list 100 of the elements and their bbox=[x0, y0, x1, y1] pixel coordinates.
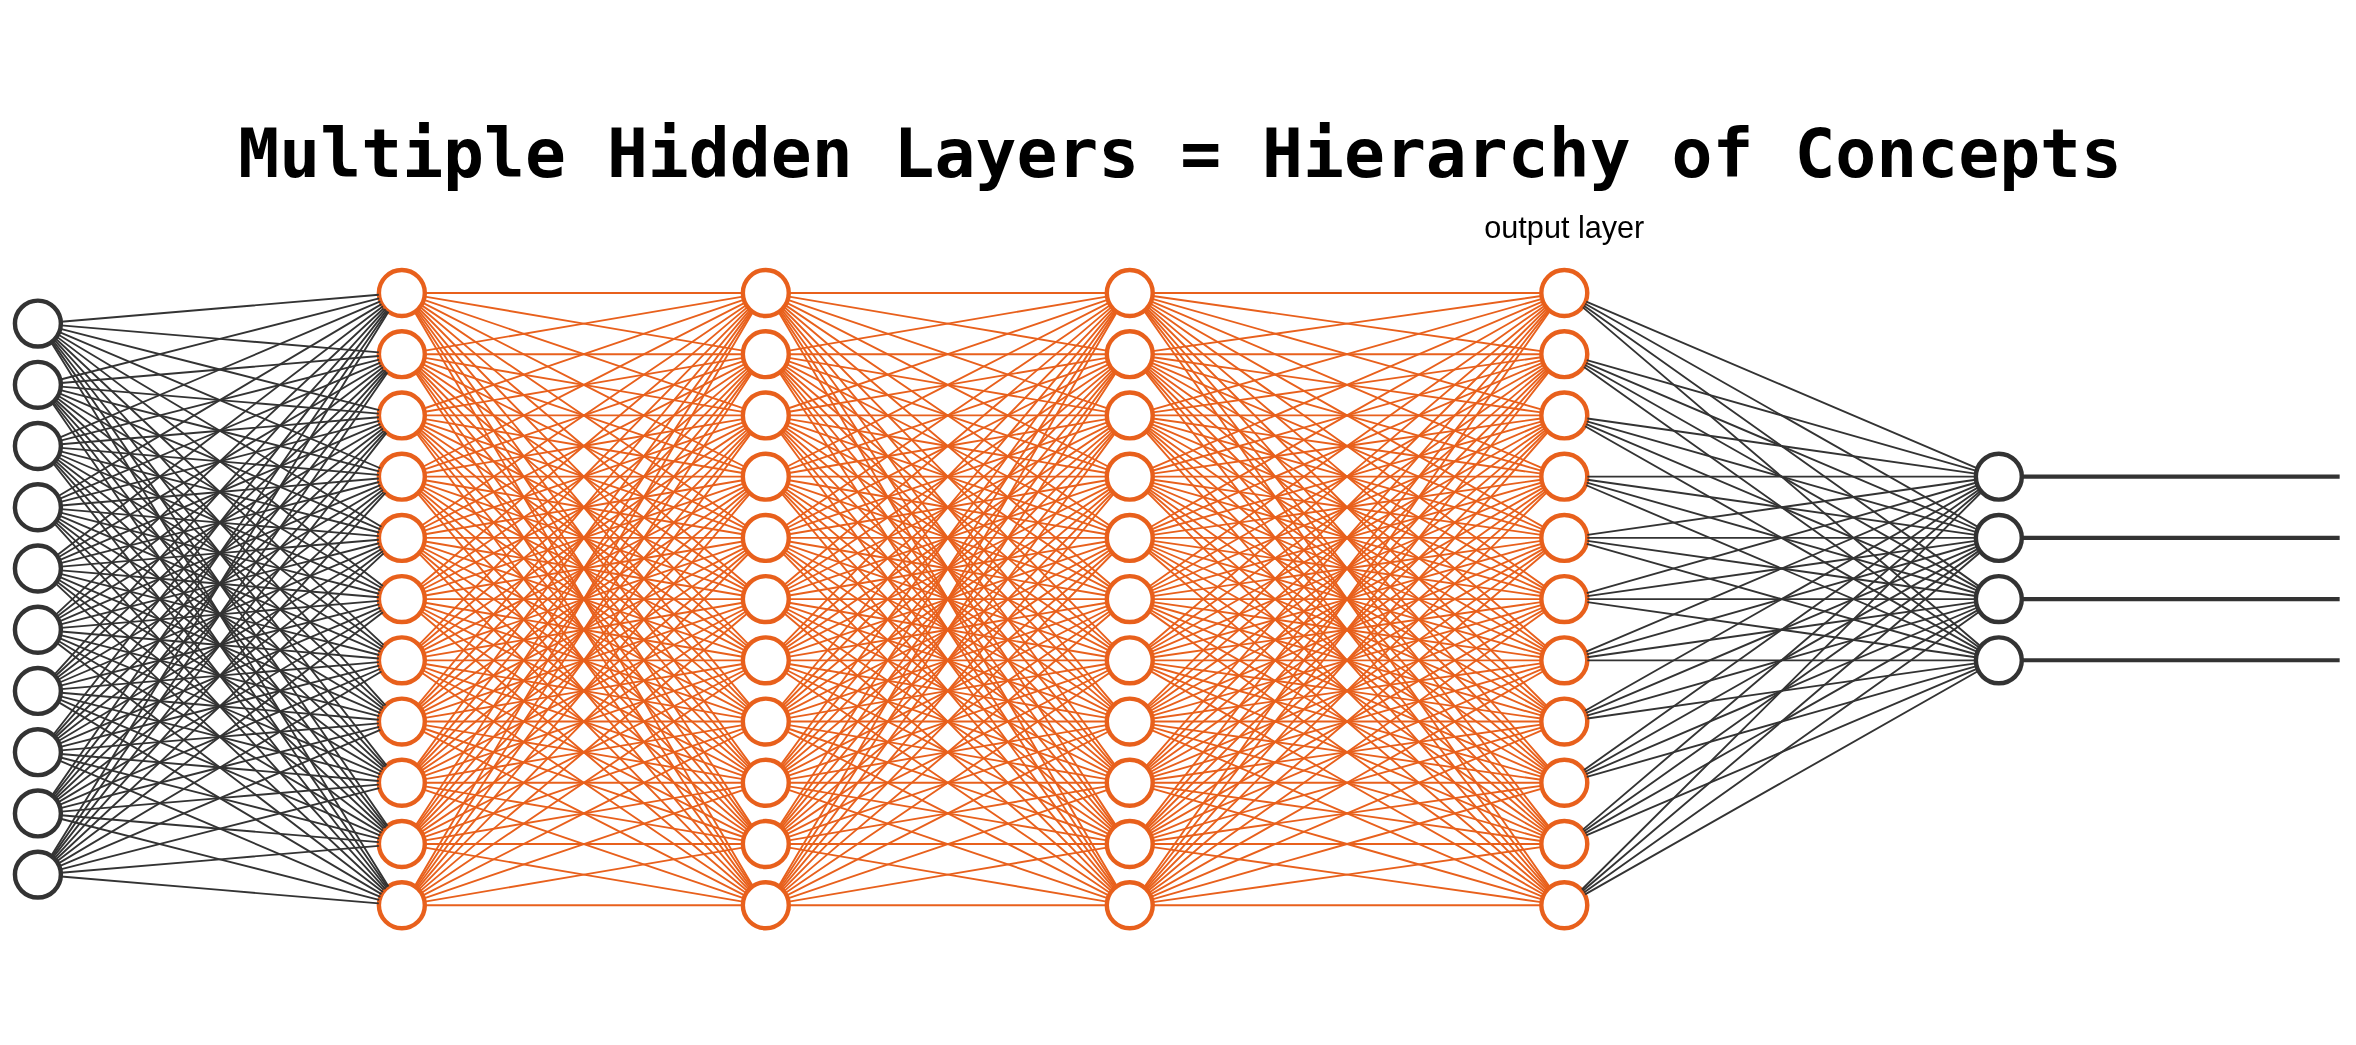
connector bbox=[1151, 352, 1543, 355]
connector bbox=[423, 665, 745, 777]
node-circle bbox=[1539, 818, 1590, 869]
connector bbox=[1586, 661, 1977, 719]
connector bbox=[1149, 608, 1545, 834]
connector bbox=[782, 307, 1114, 645]
node-circle bbox=[1539, 389, 1590, 441]
connector bbox=[60, 752, 380, 782]
connector bbox=[54, 581, 385, 891]
connector bbox=[1585, 300, 1979, 469]
node-circle bbox=[1539, 451, 1590, 502]
label: output layer bbox=[1484, 209, 1645, 244]
connector bbox=[2022, 474, 2340, 479]
connector bbox=[1149, 302, 1545, 528]
connector bbox=[424, 662, 744, 719]
connector bbox=[56, 519, 384, 771]
connector bbox=[57, 700, 383, 895]
connector bbox=[424, 842, 744, 845]
connector bbox=[1151, 542, 1543, 655]
node-circle bbox=[12, 665, 64, 716]
connector bbox=[58, 544, 382, 683]
connector bbox=[419, 428, 748, 708]
connector bbox=[58, 391, 382, 530]
connector bbox=[58, 330, 382, 469]
connector bbox=[58, 514, 382, 653]
connector bbox=[1580, 490, 1983, 890]
node-circle bbox=[1973, 573, 2024, 624]
connector bbox=[1151, 597, 1543, 600]
node-circle bbox=[12, 787, 64, 839]
connector bbox=[58, 299, 382, 439]
connector bbox=[423, 298, 745, 409]
connector bbox=[788, 846, 1108, 903]
connector bbox=[60, 660, 380, 690]
connector bbox=[420, 364, 748, 588]
connector bbox=[1149, 363, 1545, 589]
node-circle bbox=[1539, 695, 1590, 747]
connector bbox=[58, 361, 382, 500]
connector bbox=[788, 597, 1108, 600]
connector bbox=[1150, 728, 1544, 898]
connector bbox=[785, 668, 1110, 835]
node-circle bbox=[12, 297, 64, 349]
connector bbox=[420, 426, 748, 649]
node-circle bbox=[376, 451, 428, 502]
connector bbox=[60, 844, 380, 874]
connector bbox=[783, 428, 1112, 708]
connector bbox=[1150, 361, 1544, 530]
connector bbox=[423, 482, 745, 593]
node-circle bbox=[1104, 451, 1155, 502]
connector bbox=[1584, 302, 1980, 528]
node-circle bbox=[376, 634, 428, 685]
connector bbox=[1151, 291, 1543, 294]
node-circle bbox=[12, 848, 64, 900]
node-circle bbox=[1104, 879, 1155, 930]
connector bbox=[59, 603, 381, 687]
connector bbox=[422, 668, 746, 835]
connector bbox=[788, 536, 1108, 539]
connector bbox=[54, 459, 385, 768]
connector bbox=[1151, 787, 1543, 900]
node-circle bbox=[1973, 634, 2024, 685]
connector bbox=[60, 507, 380, 537]
connector bbox=[60, 385, 380, 415]
connector bbox=[58, 667, 382, 806]
connector bbox=[1151, 355, 1543, 413]
connector bbox=[1584, 547, 1980, 773]
connector bbox=[784, 609, 1111, 833]
connector bbox=[57, 302, 383, 497]
connector bbox=[787, 298, 1109, 409]
connector bbox=[424, 540, 744, 596]
connector bbox=[424, 295, 744, 351]
connector bbox=[788, 475, 1108, 478]
connector bbox=[54, 520, 385, 829]
connector bbox=[59, 480, 381, 564]
connector bbox=[56, 304, 384, 556]
node-circle bbox=[12, 420, 64, 471]
connector bbox=[1151, 784, 1543, 842]
connector bbox=[60, 691, 380, 721]
node-circle bbox=[740, 634, 791, 685]
connector bbox=[784, 671, 1111, 894]
connector bbox=[424, 846, 744, 903]
connector bbox=[59, 541, 381, 625]
connector bbox=[1149, 669, 1545, 895]
node-circle bbox=[376, 695, 428, 747]
connector bbox=[58, 422, 382, 561]
connector bbox=[785, 730, 1110, 896]
connector bbox=[56, 488, 384, 740]
node-circle bbox=[1539, 757, 1590, 808]
diagram-title: Multiple Hidden Layers = Hierarchy of Concepts bbox=[238, 113, 2123, 193]
connector bbox=[59, 572, 381, 656]
connector bbox=[1584, 485, 1980, 712]
connector bbox=[1151, 358, 1543, 472]
connector bbox=[424, 475, 744, 478]
connector bbox=[1151, 481, 1543, 594]
connector bbox=[1583, 304, 1981, 588]
node-circle bbox=[740, 267, 791, 318]
connector bbox=[1147, 367, 1547, 708]
connector bbox=[1585, 606, 1979, 775]
connector bbox=[424, 720, 744, 722]
connector bbox=[57, 578, 383, 773]
connector bbox=[58, 759, 382, 898]
connector bbox=[60, 783, 380, 812]
